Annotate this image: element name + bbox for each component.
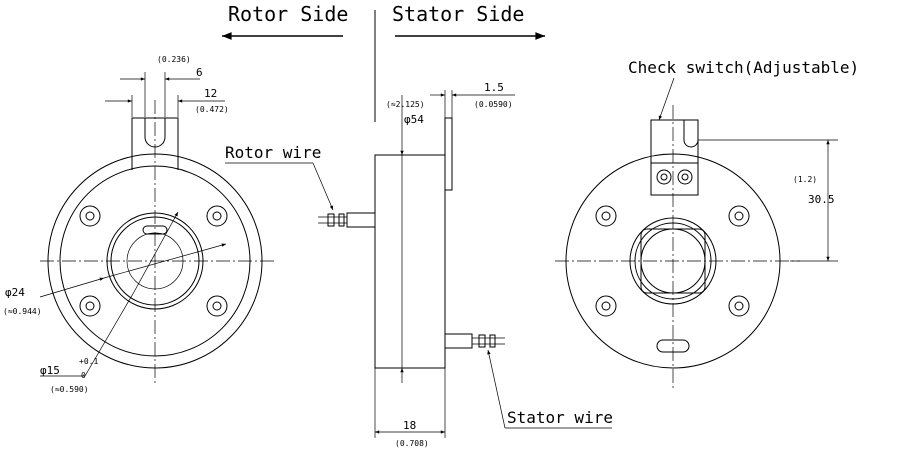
- dim-rotor-tab-width-in: (0.236): [157, 55, 191, 64]
- side-view: [225, 90, 612, 438]
- dim-inner-dia-in: (≈0.590): [50, 385, 89, 394]
- stator-bolt-hole: [595, 295, 617, 317]
- rotor-bolt-hole: [79, 205, 101, 227]
- dim-rotor-tab-span-in: (0.472): [195, 105, 229, 114]
- rotor-bolt-hole: [206, 295, 228, 317]
- check-switch-label: Check switch(Adjustable): [628, 58, 859, 77]
- dim-inner-dia: φ15: [40, 364, 60, 377]
- dim-body-len: 18: [403, 419, 416, 432]
- stator-bolt-hole: [728, 295, 750, 317]
- stator-bolt-hole: [728, 205, 750, 227]
- dim-switch-height-in: (1.2): [793, 175, 817, 184]
- rotor-side-title: Rotor Side: [228, 2, 348, 26]
- dim-flange-thk: 1.5: [484, 81, 504, 94]
- dim-rotor-tab-width: 6: [196, 66, 203, 79]
- dim-body-dia: φ54: [404, 113, 424, 126]
- stator-wire-label: Stator wire: [507, 408, 613, 427]
- dim-inner-tol-lower: 0: [81, 371, 86, 380]
- rotor-bolt-hole: [79, 295, 101, 317]
- dim-rotor-tab-span: 12: [204, 87, 217, 100]
- stator-face-view: [555, 77, 838, 390]
- stator-side-title: Stator Side: [392, 2, 524, 26]
- rotor-bolt-hole: [206, 205, 228, 227]
- rotor-face-view: [39, 72, 275, 385]
- dim-body-dia-in: (≈2.125): [386, 100, 425, 109]
- rotor-wire-label: Rotor wire: [225, 143, 321, 162]
- dim-bore-dia-in: (≈0.944): [3, 307, 42, 316]
- stator-bolt-hole: [595, 205, 617, 227]
- dim-switch-height: 30.5: [808, 193, 835, 206]
- dim-body-len-in: (0.708): [395, 439, 429, 448]
- dim-bore-dia: φ24: [5, 286, 25, 299]
- dim-inner-tol-upper: +0.1: [79, 357, 98, 366]
- dim-flange-thk-in: (0.0590): [474, 100, 513, 109]
